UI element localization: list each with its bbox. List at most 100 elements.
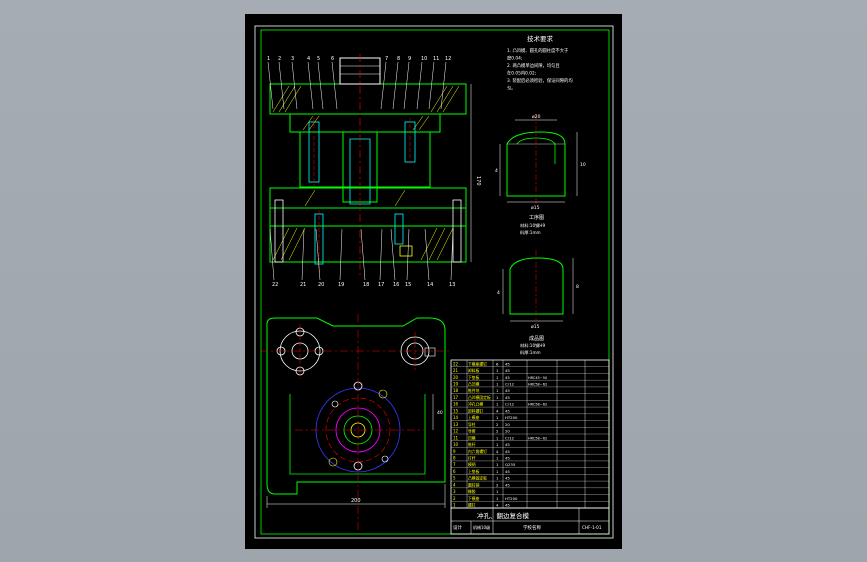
part-number-bottom: 21 — [300, 282, 306, 288]
bom-cell-name: 内六角螺钉 — [468, 449, 487, 454]
part-number-bottom: 22 — [272, 282, 278, 288]
bom-cell-no: 8 — [453, 456, 456, 461]
bom-cell-no: 19 — [453, 382, 459, 387]
bom-cell-material: 45 — [505, 476, 510, 481]
bom-cell-name: 螺钉 — [468, 503, 476, 508]
title-block-drawing-no: CHF-1-01 — [582, 525, 602, 530]
bom-cell-qty: 1 — [496, 388, 499, 393]
bom-cell-material: HT200 — [505, 496, 518, 501]
part-number-bottom: 14 — [427, 282, 433, 288]
part-number-top: 2 — [278, 56, 281, 62]
bom-cell-qty: 6 — [496, 361, 499, 366]
bom-cell-material: 45 — [505, 361, 510, 366]
bom-cell-name: 模柄 — [468, 462, 476, 467]
bom-cell-material: 45 — [505, 449, 510, 454]
part-number-bottom: 20 — [318, 282, 324, 288]
bom-cell-material: 20 — [505, 422, 510, 427]
title-block-title: 冲孔、翻边复合模 — [477, 511, 530, 520]
bom-cell-material: 45 — [505, 408, 510, 413]
bom-cell-no: 9 — [453, 449, 456, 454]
bom-cell-name: 圆柱销 — [468, 482, 480, 487]
bom-cell-material: 45 — [505, 469, 510, 474]
part-drawing-1 — [499, 114, 578, 204]
bom-cell-qty: 1 — [496, 402, 499, 407]
bom-cell-material: Cr12 — [505, 382, 515, 387]
bom-cell-qty: 1 — [496, 375, 499, 380]
bom-cell-name: 冲孔凸模 — [468, 402, 483, 407]
bom-cell-material: Cr12 — [505, 435, 515, 440]
bom-cell-no: 11 — [453, 435, 459, 440]
pd1-dim-bottom: ø15 — [531, 205, 540, 211]
tech-req-item: 在0.05内0.02; — [507, 70, 536, 77]
bom-cell-qty: 1 — [496, 489, 499, 494]
bom-cell-no: 4 — [453, 482, 456, 487]
pd2-dim-bottom: ø15 — [531, 324, 540, 330]
bom-cell-heat: HRC58~62 — [528, 383, 547, 387]
pd1-dim-top: ø20 — [532, 114, 541, 120]
bom-cell-heat: HRC58~62 — [528, 436, 547, 440]
bom-cell-qty: 1 — [496, 456, 499, 461]
bom-cell-name: 凸凹模固定板 — [468, 395, 491, 400]
bom-cell-qty: 4 — [496, 408, 499, 413]
bom-cell-name: 下模座 — [468, 496, 480, 501]
tech-req-item: 度0.04; — [507, 55, 522, 62]
bom-cell-name: 推件块 — [468, 388, 480, 393]
title-block — [450, 507, 610, 535]
tech-req-item: 2. 两凸模单边间隙，均匀且 — [507, 62, 560, 69]
bom-cell-no: 16 — [453, 402, 459, 407]
pd2-dim-right: 8 — [576, 284, 579, 290]
bom-cell-qty: 1 — [496, 382, 499, 387]
bom-cell-no: 7 — [453, 462, 456, 467]
part-number-top: 11 — [433, 56, 439, 62]
tech-req-item: 3. 装配后必须检验，保证间隙的均 — [507, 77, 573, 84]
bom-cell-name: 下垫板 — [468, 375, 480, 380]
bom-cell-material: 45 — [505, 368, 510, 373]
bom-cell-name: 凹模 — [468, 435, 476, 440]
bom-cell-material: 45 — [505, 395, 510, 400]
part-number-top: 9 — [408, 56, 411, 62]
bom-cell-qty: 4 — [496, 503, 499, 508]
part-number-top: 6 — [331, 56, 334, 62]
inner-frame — [260, 29, 610, 535]
bom-cell-material: HT200 — [505, 415, 518, 420]
part-number-top: 10 — [421, 56, 427, 62]
bom-cell-material: 45 — [505, 482, 510, 487]
bom-cell-name: 推杆 — [468, 442, 476, 447]
tech-req-item: 1. 凸凹模、圆孔的圆柱度不大于 — [507, 47, 569, 54]
bom-cell-name: 凸凹模 — [468, 382, 480, 387]
bom-cell-name: 卸料螺钉 — [468, 408, 483, 413]
tech-req-item: 匀。 — [507, 85, 516, 92]
bom-cell-no: 2 — [453, 496, 456, 501]
part-number-top: 3 — [291, 56, 294, 62]
part-number-top: 12 — [445, 56, 451, 62]
bom-cell-material: 45 — [505, 375, 510, 380]
bom-cell-name: 上垫板 — [468, 469, 480, 474]
part-number-top: 1 — [267, 56, 270, 62]
bom-cell-no: 3 — [453, 489, 456, 494]
bom-cell-qty: 4 — [496, 449, 499, 454]
bom-cell-no: 6 — [453, 469, 456, 474]
bom-cell-name: 凸模固定板 — [468, 476, 487, 481]
bom-cell-material: 45 — [505, 388, 510, 393]
part-number-bottom: 16 — [393, 282, 399, 288]
height-dim-label: 170 — [475, 176, 481, 186]
pd1-dim-left: 4 — [495, 168, 498, 174]
plan-view — [260, 314, 450, 534]
outer-frame — [254, 25, 614, 539]
bom-cell-no: 14 — [453, 415, 459, 420]
bom-cell-qty: 1 — [496, 462, 499, 467]
bom-cell-material: 45 — [505, 503, 510, 508]
side-dim-label: 40 — [437, 410, 443, 416]
bom-cell-material: 45 — [505, 442, 510, 447]
bom-cell-no: 10 — [453, 442, 459, 447]
bom-cell-no: 22 — [453, 361, 459, 366]
bom-cell-qty: 1 — [496, 435, 499, 440]
pd1-material: 材料:10钢H9 — [520, 222, 545, 229]
title-block-student: 设计 — [453, 524, 462, 531]
bom-cell-qty: 2 — [496, 422, 499, 427]
bom-cell-name: 卸料板 — [468, 368, 480, 373]
bom-cell-no: 21 — [453, 368, 459, 373]
